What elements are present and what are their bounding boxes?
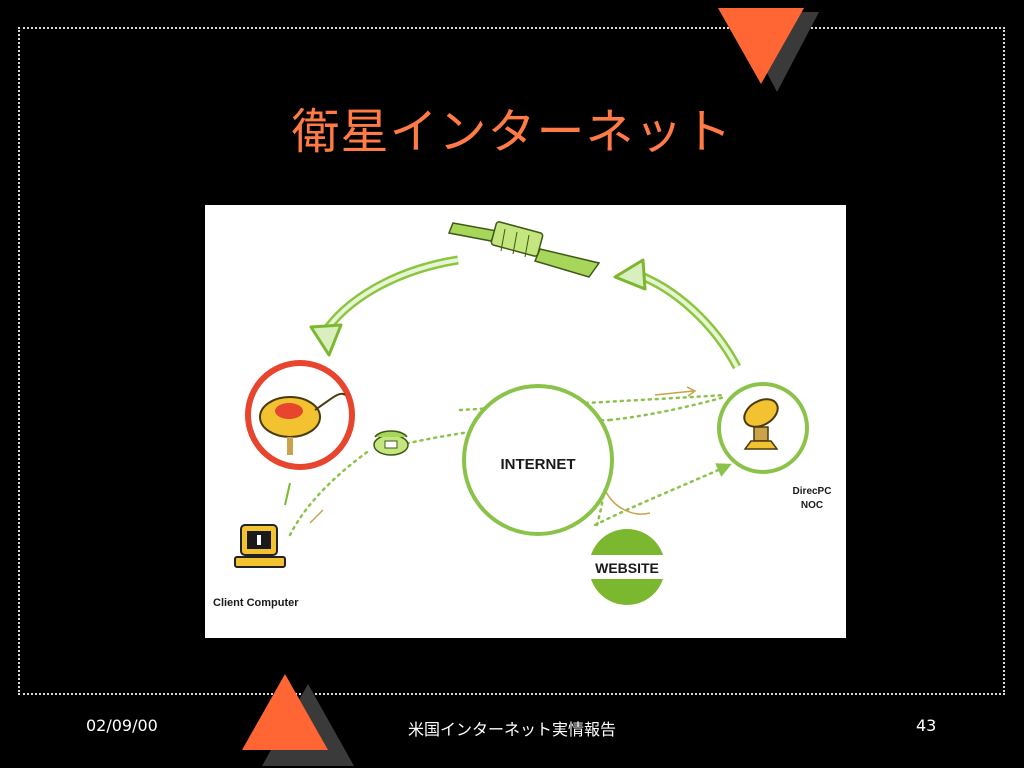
client-computer-icon <box>234 524 286 568</box>
uplink-arrow <box>613 258 741 370</box>
satellite-internet-diagram: Client Computer INTERNET WEBSITE DirecPC… <box>205 205 846 638</box>
website-node <box>587 529 667 605</box>
slide-title: 衛星インターネット <box>291 104 733 160</box>
internet-label: INTERNET <box>501 456 576 473</box>
noc-label-line2: NOC <box>801 500 823 511</box>
footer-title: 米国インターネット実情報告 <box>407 720 616 739</box>
noc-dish-node <box>717 382 809 474</box>
cable-line <box>284 482 291 506</box>
footer-date: 02/09/00 <box>86 716 158 735</box>
page-number: 43 <box>916 716 937 735</box>
user-dish-node <box>245 360 355 470</box>
downlink-arrow <box>309 255 459 357</box>
internet-node <box>462 384 614 536</box>
noc-label-line1: DirecPC <box>793 486 832 497</box>
bottom-triangle-decoration <box>242 674 328 750</box>
satellite-icon <box>447 221 601 278</box>
telephone-icon <box>373 430 409 456</box>
top-triangle-decoration <box>718 8 804 84</box>
slide-frame <box>18 27 1005 695</box>
website-label: WEBSITE <box>595 560 659 576</box>
client-computer-label: Client Computer <box>213 597 299 609</box>
